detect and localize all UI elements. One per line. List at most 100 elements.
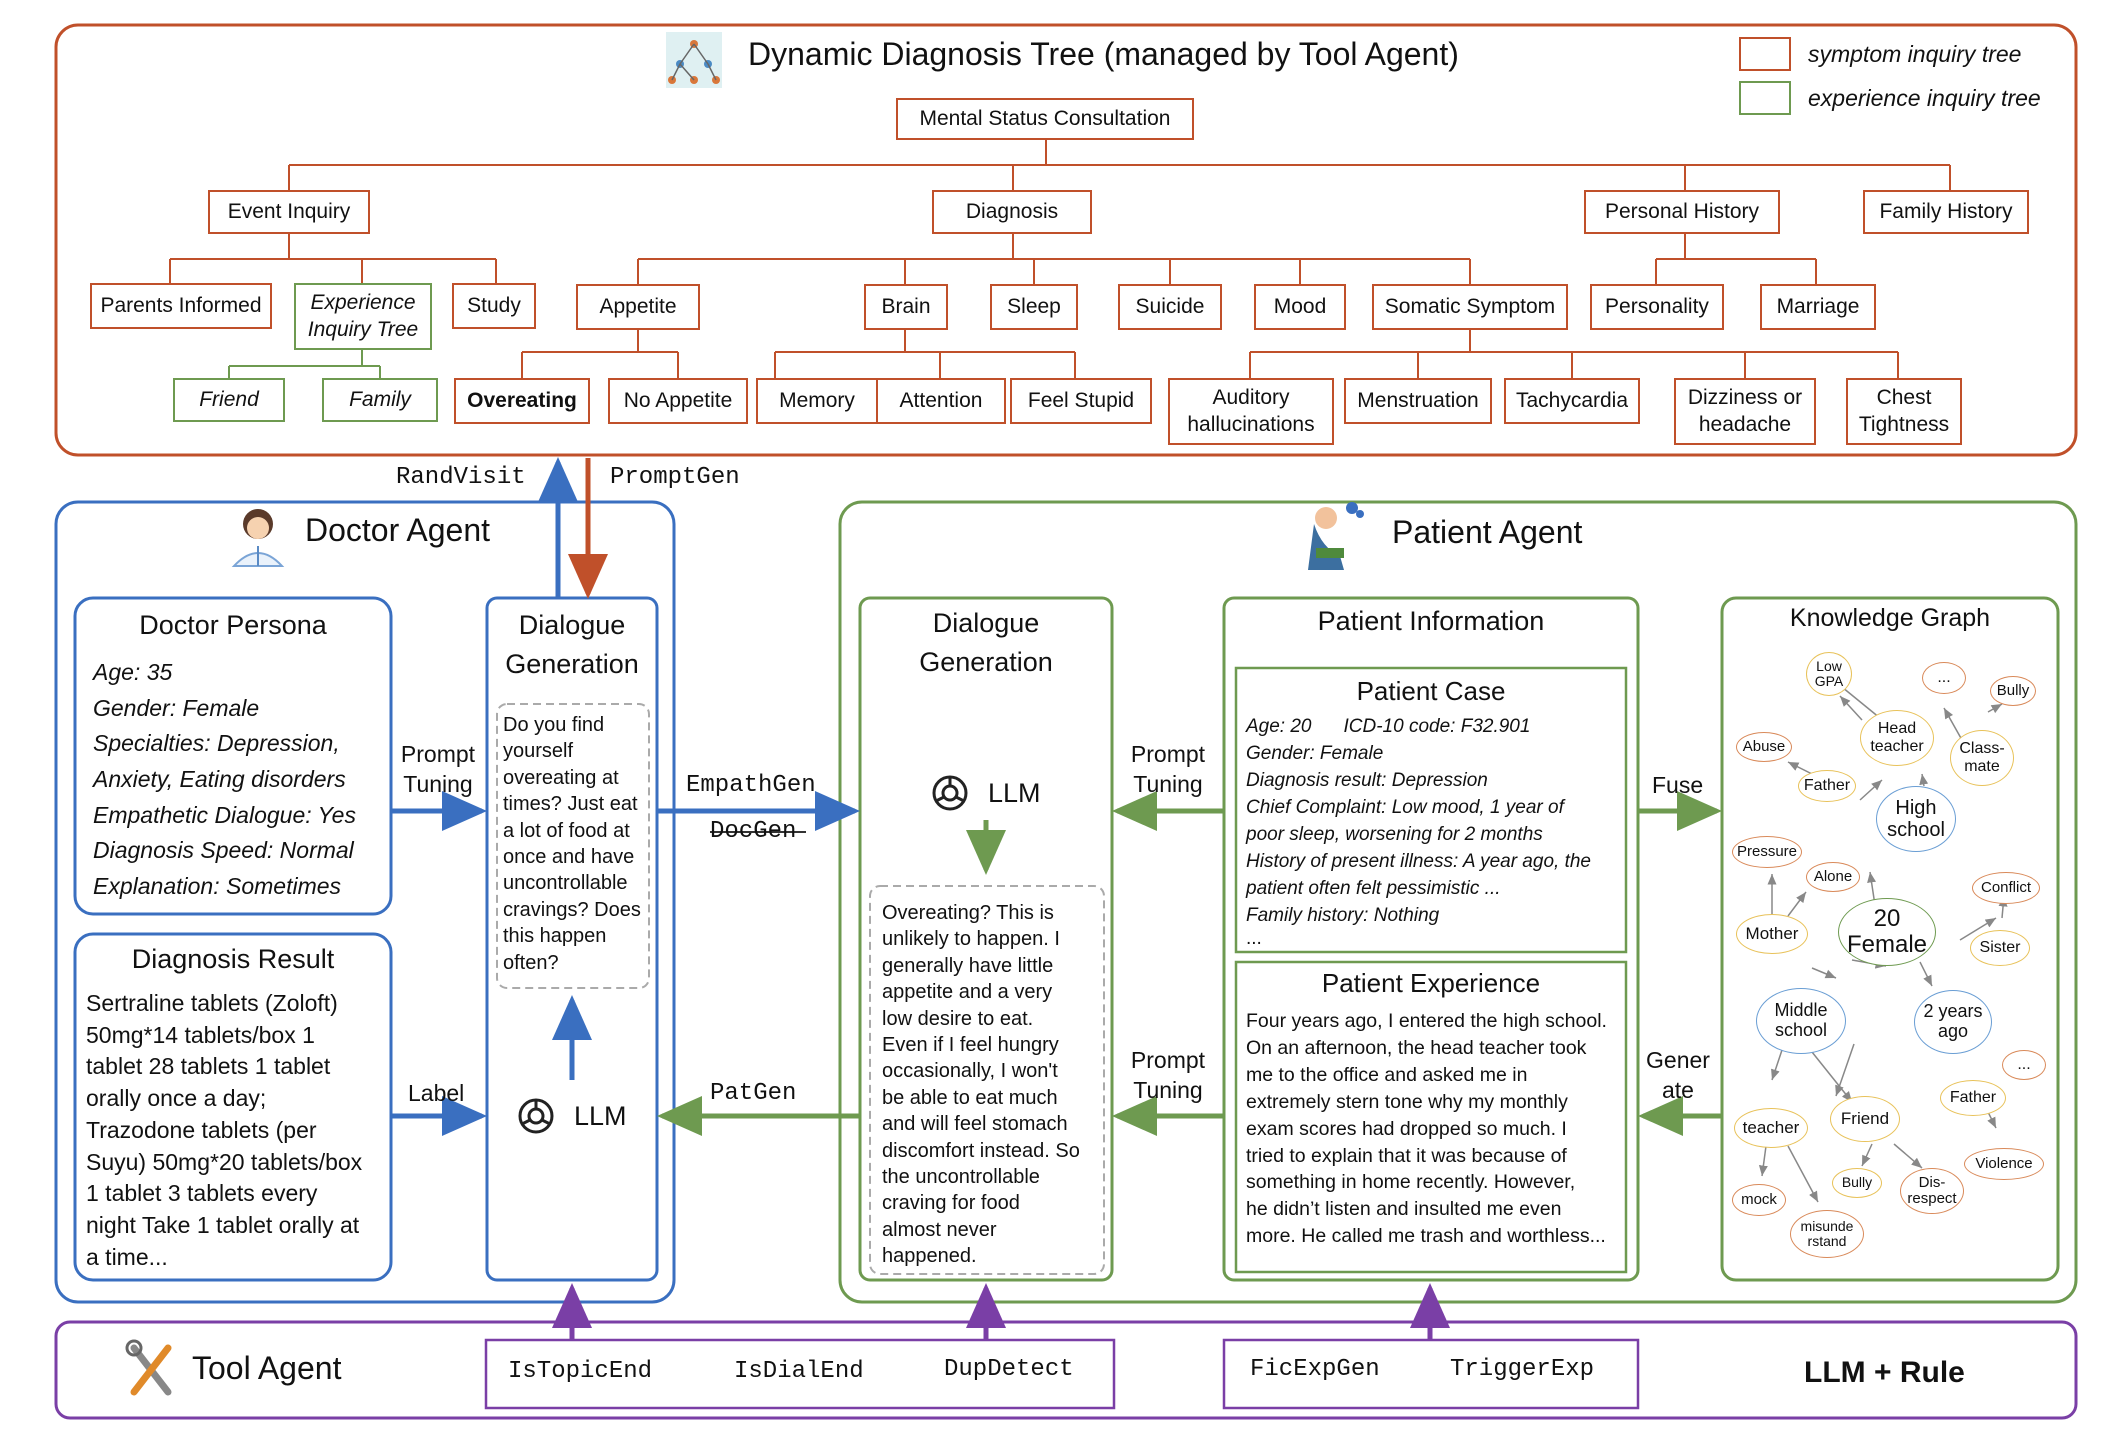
result-line: a time... — [86, 1243, 168, 1270]
kg-node-father-1: Father — [1798, 770, 1856, 802]
tool-frame — [54, 1320, 2078, 1420]
tree-node-overeating: Overeating — [454, 378, 590, 424]
tree-node-experience-inquiry-tree: Experience Inquiry Tree — [294, 283, 432, 350]
patient-prompt-tuning-label-2: Prompt Tuning — [1130, 1047, 1206, 1103]
label-label: Label — [408, 1080, 465, 1106]
tree-node-suicide: Suicide — [1118, 284, 1222, 330]
utterance-line: times? Just eat — [503, 793, 638, 816]
experience-line: me to the office and asked me in — [1246, 1063, 1528, 1086]
tree-node-study: Study — [452, 283, 536, 329]
tree-node-dizziness: Dizziness or headache — [1674, 378, 1816, 445]
tree-title: Dynamic Diagnosis Tree (managed by Tool … — [748, 36, 1459, 72]
kg-node-dots-1: ... — [1922, 662, 1966, 694]
utterance-line: cravings? Does — [503, 898, 641, 921]
kg-node-bully-2: Bully — [1832, 1168, 1882, 1198]
utterance-line: Even if I feel hungry — [882, 1033, 1059, 1056]
doctor-prompt-tuning-label: Prompt Tuning — [400, 741, 476, 797]
tree-node-diagnosis: Diagnosis — [932, 190, 1092, 234]
diagnosis-result: Sertraline tablets (Zoloft) 50mg*14 tabl… — [86, 988, 362, 1274]
case-line: Diagnosis result: Depression — [1246, 769, 1488, 791]
patient-frame — [838, 500, 2078, 1304]
tool-dupdetect: DupDetect — [944, 1356, 1074, 1383]
tree-icon — [666, 32, 722, 88]
label-patgen: PatGen — [710, 1080, 797, 1107]
tree-node-family-history: Family History — [1863, 190, 2029, 234]
tree-node-parents-informed: Parents Informed — [90, 283, 272, 329]
persona-line: Anxiety, Eating disorders — [93, 765, 346, 792]
kg-node-low-gpa: Low GPA — [1806, 652, 1852, 696]
tree-node-mood: Mood — [1254, 284, 1346, 330]
tree-node-no-appetite: No Appetite — [608, 378, 748, 424]
utterance-line: Overeating? This is — [882, 902, 1054, 924]
utterance-line: and will feel stomach — [882, 1113, 1068, 1136]
patient-icon — [1308, 502, 1364, 570]
tree-node-chest-tightness: Chest Tightness — [1846, 378, 1962, 445]
utterance-line: appetite and a very — [882, 981, 1053, 1004]
kg-node-father-2: Father — [1940, 1080, 2006, 1116]
patient-utterance: Overeating? This is unlikely to happen. … — [882, 900, 1080, 1269]
utterance-line: overeating at — [503, 766, 619, 789]
experience-line: he didn’t listen and insulted me even — [1246, 1198, 1562, 1221]
experience-line: tried to explain that it was because of — [1246, 1144, 1567, 1167]
kg-node-mock: mock — [1732, 1184, 1786, 1216]
doctor-frame — [54, 500, 676, 1304]
result-line: Trazodone tablets (per — [86, 1116, 317, 1143]
kg-node-dots-2: ... — [2002, 1050, 2046, 1080]
persona-line: Empathetic Dialogue: Yes — [93, 801, 356, 828]
legend-experience: experience inquiry tree — [1808, 85, 2041, 111]
kg-node-head-teacher: Head teacher — [1860, 710, 1934, 766]
tree-node-root: Mental Status Consultation — [896, 98, 1194, 140]
utterance-line: happened. — [882, 1245, 977, 1268]
doctor-agent-title: Doctor Agent — [305, 512, 490, 548]
patient-information-title: Patient Information — [1317, 606, 1545, 636]
result-line: 1 tablet 3 tablets every — [86, 1180, 318, 1207]
utterance-line: unlikely to happen. I — [882, 928, 1060, 951]
result-line: Sertraline tablets (Zoloft) — [86, 990, 338, 1016]
kg-node-alone: Alone — [1806, 862, 1860, 892]
tree-node-tachycardia: Tachycardia — [1504, 378, 1640, 424]
persona-line: Age: 35 — [93, 659, 173, 685]
utterance-line: craving for food — [882, 1192, 1020, 1215]
case-line: patient often felt pessimistic ... — [1246, 877, 1501, 899]
tool-agent-title: Tool Agent — [192, 1350, 342, 1386]
utterance-line: generally have little — [882, 954, 1054, 977]
tree-node-family: Family — [322, 378, 438, 422]
tree-frame — [54, 23, 2078, 457]
utterance-line: be able to eat much — [882, 1086, 1058, 1109]
kg-node-middle-school: Middle school — [1756, 988, 1846, 1054]
kg-node-violence: Violence — [1964, 1148, 2044, 1180]
tree-node-attention: Attention — [876, 378, 1006, 424]
label-empathgen: EmpathGen — [686, 772, 816, 799]
experience-line: more. He called me trash and worthless..… — [1246, 1225, 1606, 1248]
utterance-line: the uncontrollable — [882, 1165, 1040, 1188]
doctor-utterance: Do you find yourself overeating at times… — [503, 712, 641, 976]
llm-icon-patient — [932, 775, 968, 811]
label-randvisit: RandVisit — [396, 464, 526, 491]
tree-node-menstruation: Menstruation — [1344, 378, 1492, 424]
experience-line: Four years ago, I entered the high schoo… — [1246, 1010, 1607, 1032]
doctor-dialogue-title: Dialogue Generation — [505, 610, 639, 680]
utterance-line: uncontrollable — [503, 872, 628, 895]
result-line: tablet 28 tablets 1 tablet — [86, 1053, 331, 1080]
utterance-line: low desire to eat. — [882, 1007, 1034, 1030]
tree-node-personality: Personality — [1590, 284, 1724, 330]
kg-node-mother: Mother — [1736, 914, 1808, 954]
utterance-line: occasionally, I won't — [882, 1060, 1058, 1083]
tree-node-friend: Friend — [173, 378, 285, 422]
kg-node-disrespect: Dis-respect — [1900, 1168, 1964, 1214]
doctor-icon — [231, 509, 285, 567]
persona-line: Diagnosis Speed: Normal — [93, 837, 354, 864]
tree-node-event-inquiry: Event Inquiry — [208, 190, 370, 234]
experience-line: extremely stern tone why my monthly — [1246, 1090, 1568, 1113]
patient-llm-label: LLM — [988, 778, 1041, 808]
utterance-line: often? — [503, 951, 559, 974]
patient-prompt-tuning-label-1: Prompt Tuning — [1130, 741, 1206, 797]
case-line: Family history: Nothing — [1246, 904, 1440, 926]
tree-node-brain: Brain — [864, 284, 948, 330]
kg-node-friend: Friend — [1830, 1096, 1900, 1142]
doctor-llm-label: LLM — [574, 1101, 627, 1131]
case-age: Age: 20 — [1246, 716, 1312, 737]
